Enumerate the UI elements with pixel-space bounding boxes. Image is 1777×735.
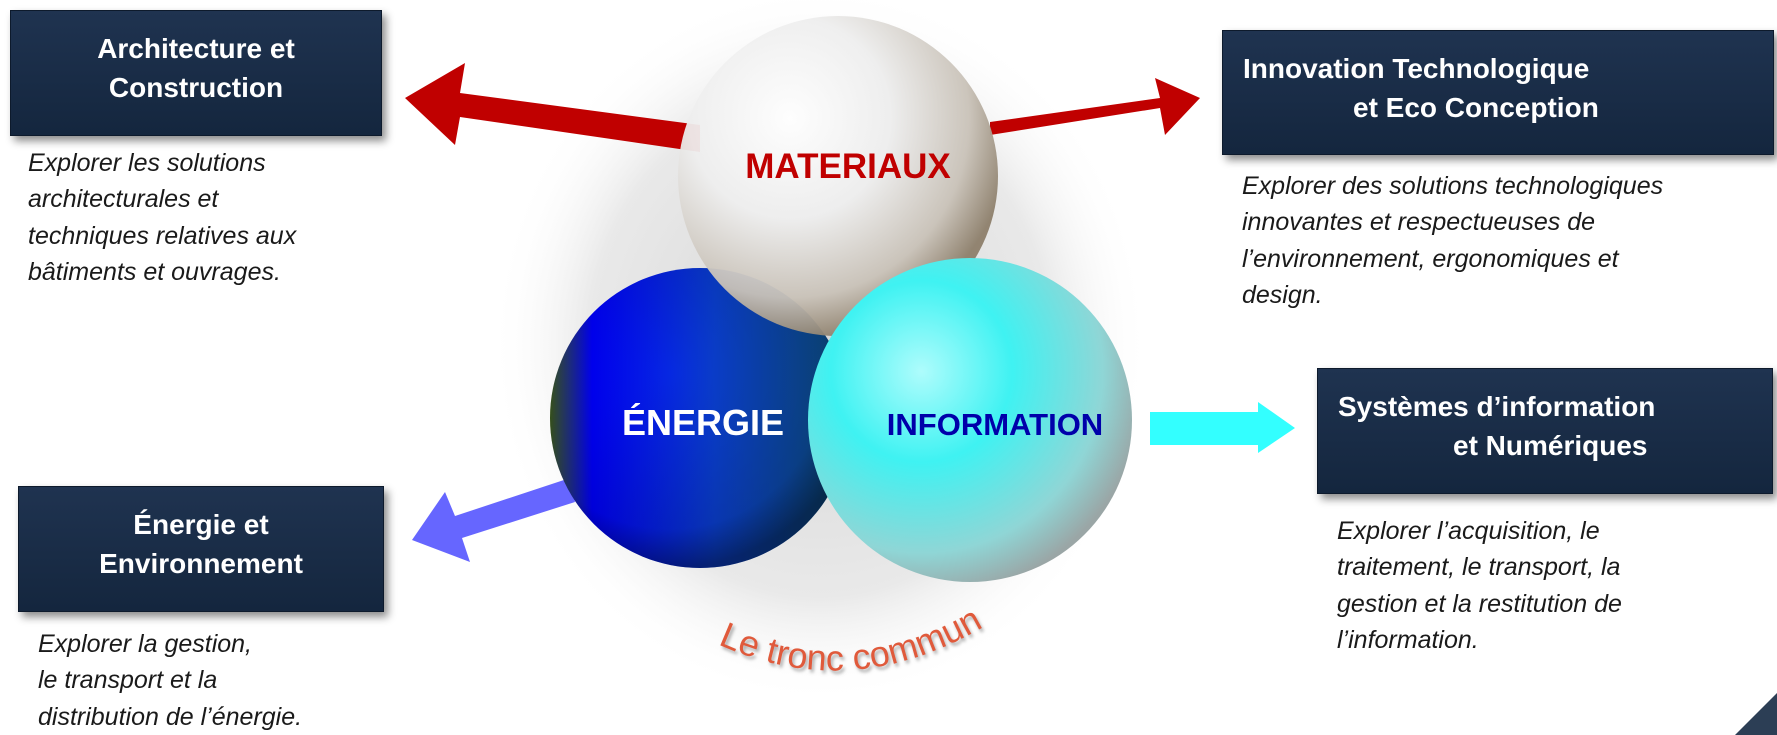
box-architecture-line2: Construction (108, 72, 284, 104)
desc-energie-line: distribution de l’énergie. (38, 702, 303, 731)
desc-systemes-line: gestion et la restitution de (1337, 589, 1622, 618)
box-energie: Énergie et Environnement (18, 486, 384, 612)
desc-energie: Explorer la gestion, le transport et la … (38, 626, 302, 735)
desc-architecture: Explorer les solutions architecturales e… (28, 145, 296, 290)
desc-architecture-line: techniques relatives aux (28, 221, 297, 250)
desc-systemes-line: traitement, le transport, la (1337, 553, 1621, 582)
arrow-to-systemes-body (1150, 412, 1265, 445)
desc-systemes-line: Explorer l’acquisition, le (1337, 517, 1600, 545)
slide-corner-decoration (1735, 693, 1777, 735)
box-systemes-line1: Systèmes d’information (1338, 391, 1656, 422)
desc-systemes: Explorer l’acquisition, le traitement, l… (1337, 513, 1622, 658)
desc-systemes-line: l’information. (1337, 625, 1479, 654)
sphere-energie (550, 268, 850, 568)
box-innovation-line2: et Eco Conception (1353, 92, 1599, 124)
desc-innovation-line: design. (1242, 280, 1323, 309)
box-architecture: Architecture et Construction (10, 10, 382, 136)
sphere-label-energie: ÉNERGIE (622, 402, 784, 443)
box-energie-line1: Énergie et (133, 509, 269, 540)
desc-innovation-line: Explorer des solutions technologiques (1242, 172, 1664, 200)
desc-energie-line: le transport et la (38, 666, 218, 695)
arrow-to-energie (412, 478, 575, 562)
sphere-information (808, 258, 1132, 582)
desc-innovation-line: l’environnement, ergonomiques et (1242, 244, 1619, 273)
box-architecture-line1: Architecture et (97, 33, 295, 64)
desc-energie-line: Explorer la gestion, (38, 630, 253, 658)
sphere-label-information: INFORMATION (887, 407, 1103, 442)
arrow-to-architecture (405, 63, 700, 152)
sphere-materiaux (678, 16, 998, 336)
box-innovation: Innovation Technologique et Eco Concepti… (1222, 30, 1774, 155)
box-energie-line2: Environnement (99, 548, 303, 580)
box-systemes: Systèmes d’information et Numériques (1317, 368, 1773, 494)
box-innovation-line1: Innovation Technologique (1243, 53, 1590, 84)
desc-architecture-line: Explorer les solutions (28, 149, 266, 177)
desc-architecture-line: architecturales et (28, 185, 219, 214)
desc-innovation-line: innovantes et respectueuses de (1242, 208, 1596, 237)
box-systemes-line2: et Numériques (1453, 430, 1648, 462)
arrow-to-innovation (990, 78, 1200, 135)
desc-architecture-line: bâtiments et ouvrages. (28, 257, 281, 286)
desc-innovation: Explorer des solutions technologiques in… (1242, 168, 1663, 313)
sphere-label-materiaux: MATERIAUX (745, 147, 951, 186)
